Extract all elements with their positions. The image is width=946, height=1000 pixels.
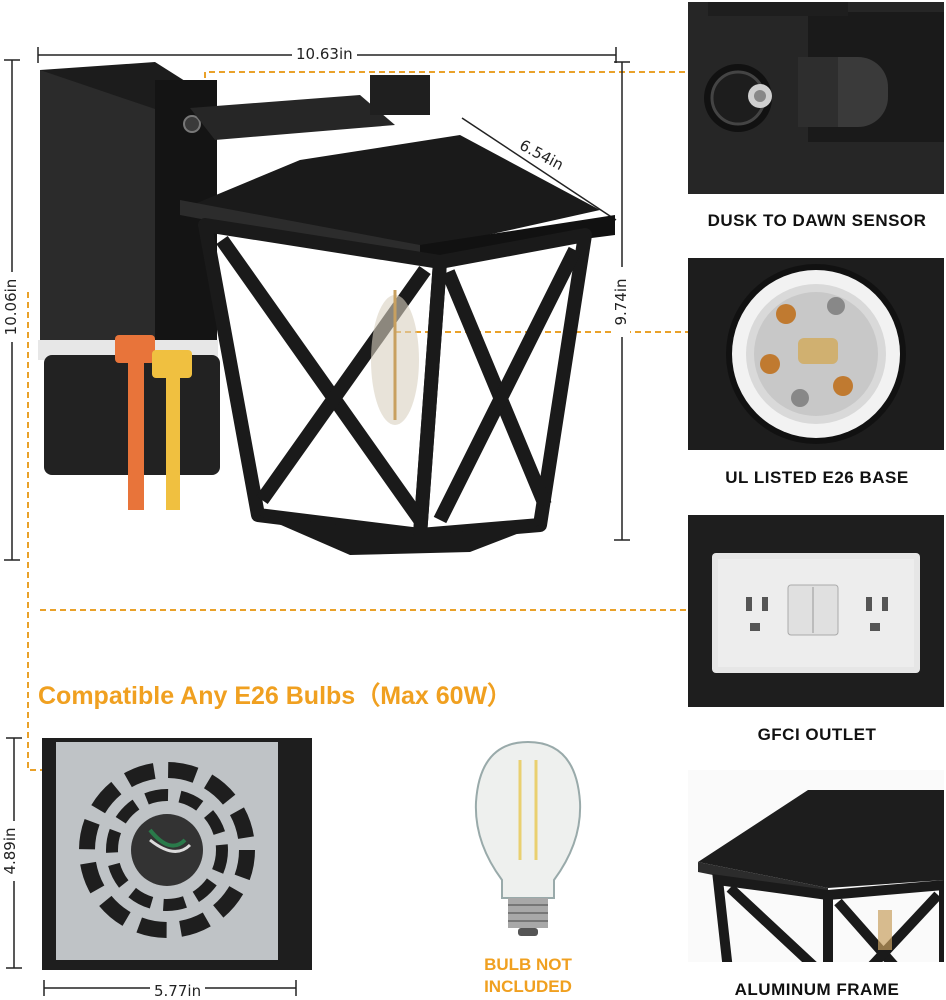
- dim-label-box-height: 4.89in: [1, 821, 19, 881]
- lantern-cap: [180, 135, 615, 260]
- feature-panel-e26-base: [688, 258, 944, 450]
- dim-line-lantern-width: [461, 117, 617, 221]
- lantern-bottom: [258, 515, 540, 555]
- guide-lines: [27, 71, 688, 771]
- junction-box: [42, 738, 312, 970]
- lantern-bulb: [371, 290, 419, 425]
- gfci-outlet-photo-icon: [712, 553, 920, 673]
- feature-caption-aluminum-frame: ALUMINUM FRAME: [734, 980, 900, 999]
- bulb-note-line1: BULB NOT: [484, 955, 572, 974]
- dim-label-lantern-height: 9.74in: [612, 267, 630, 337]
- edison-bulb: [474, 740, 582, 936]
- e26-socket-photo-icon: [726, 264, 906, 444]
- bulb-note-line2: INCLUDED: [484, 977, 572, 996]
- cords: [115, 335, 192, 510]
- dusk-sensor-photo-icon: [704, 2, 944, 142]
- feature-panel-dusk-sensor: [688, 2, 944, 194]
- feature-panel-aluminum-frame: [688, 770, 944, 962]
- dim-label-top: 10.63in: [292, 45, 357, 63]
- dim-label-box-width: 5.77in: [150, 982, 206, 1000]
- feature-caption-e26-base: UL LISTED E26 BASE: [725, 468, 909, 487]
- feature-caption-dusk-sensor: DUSK TO DAWN SENSOR: [707, 211, 927, 230]
- dim-label-left: 10.06in: [2, 272, 20, 342]
- feature-panel-gfci-outlet: [688, 515, 944, 707]
- aluminum-frame-photo-icon: [698, 790, 944, 962]
- feature-caption-gfci-outlet: GFCI OUTLET: [757, 725, 877, 744]
- bulb-note: BULB NOT INCLUDED: [455, 954, 601, 998]
- lamp-arm: [190, 75, 430, 140]
- compatibility-headline: Compatible Any E26 Bulbs（Max 60W）: [38, 682, 513, 710]
